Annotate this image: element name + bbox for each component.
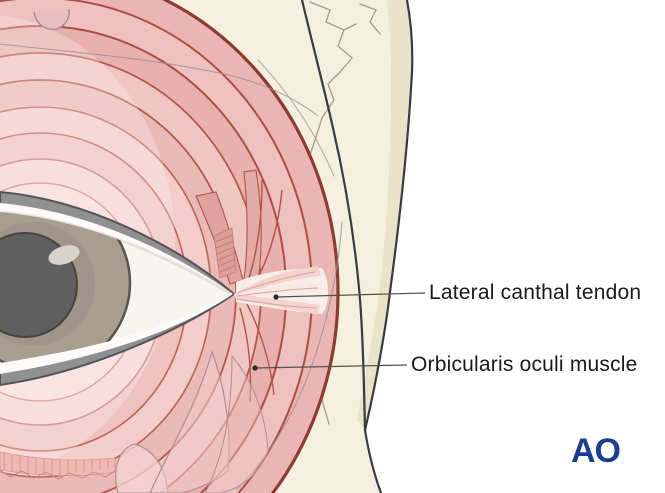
leader-line-muscle bbox=[254, 364, 408, 369]
bone-outline bbox=[300, 0, 414, 493]
lateral-canthal-tendon bbox=[234, 266, 328, 315]
muscle-fold-detail bbox=[33, 8, 70, 30]
muscle-striation-patch bbox=[213, 227, 237, 279]
muscle-texture-bottom bbox=[0, 350, 269, 493]
bone-shadow-band bbox=[357, 0, 413, 430]
leader-line-tendon bbox=[275, 292, 426, 298]
eye bbox=[0, 190, 236, 387]
ao-logo: AO bbox=[571, 432, 621, 470]
pretarsal-fibers-upper bbox=[195, 169, 283, 289]
label-lateral-canthal-tendon: Lateral canthal tendon bbox=[429, 281, 642, 304]
leader-dot-muscle bbox=[252, 365, 258, 371]
muscle-detail-lines bbox=[0, 43, 343, 491]
label-orbicularis-oculi-muscle: Orbicularis oculi muscle bbox=[411, 353, 638, 376]
pupil-highlight bbox=[48, 245, 80, 265]
leader-dot-tendon bbox=[273, 294, 279, 300]
pretarsal-fibers-lower bbox=[239, 303, 275, 403]
leader-lines bbox=[252, 292, 426, 371]
